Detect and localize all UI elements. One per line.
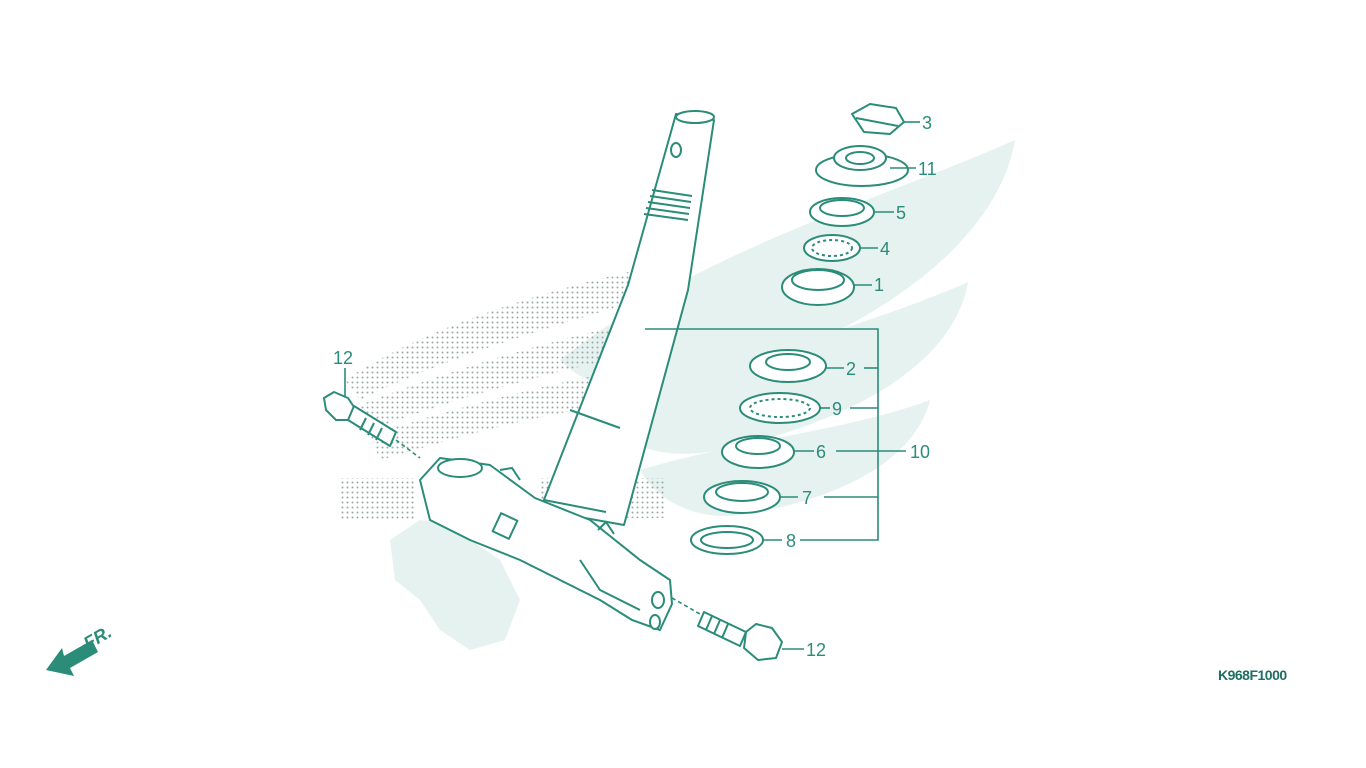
callout-6: 6 [816, 442, 826, 462]
part-7-seal [703, 480, 781, 514]
part-5-race [809, 197, 875, 227]
part-2-race [749, 349, 827, 383]
dotted-shading [340, 265, 665, 520]
diagram-code: K968F1000 [1218, 667, 1287, 683]
callout-5: 5 [896, 203, 906, 223]
callout-12-lower: 12 [806, 640, 826, 660]
bolt-12-upper [323, 391, 421, 459]
part-3-nut [851, 103, 905, 135]
callout-1: 1 [874, 275, 884, 295]
part-6-race [721, 435, 795, 469]
steering-stem [539, 110, 715, 526]
arrow-left-icon [46, 640, 98, 676]
part-9-bearing [739, 392, 821, 424]
part-11-lock-nut [815, 145, 909, 187]
callout-10: 10 [910, 442, 930, 462]
callout-3: 3 [922, 113, 932, 133]
lower-triple-clamp [419, 457, 673, 631]
leader-lines [344, 121, 920, 650]
callout-7: 7 [802, 488, 812, 508]
callout-9: 9 [832, 399, 842, 419]
callout-11: 11 [918, 159, 937, 179]
callout-8: 8 [786, 531, 796, 551]
part-8-washer [690, 525, 764, 555]
front-arrow: FR. [46, 622, 115, 676]
callout-12-upper: 12 [333, 348, 353, 368]
bolt-12-lower [671, 597, 783, 661]
callout-4: 4 [880, 239, 890, 259]
watermark-wing-logo [390, 140, 1015, 650]
callout-2: 2 [846, 359, 856, 379]
callouts: 3 11 5 4 1 2 9 6 10 7 8 12 12 [333, 113, 937, 660]
part-1-race [781, 268, 855, 306]
part-4-bearing [803, 234, 861, 262]
assembly-bracket-10 [645, 328, 906, 541]
